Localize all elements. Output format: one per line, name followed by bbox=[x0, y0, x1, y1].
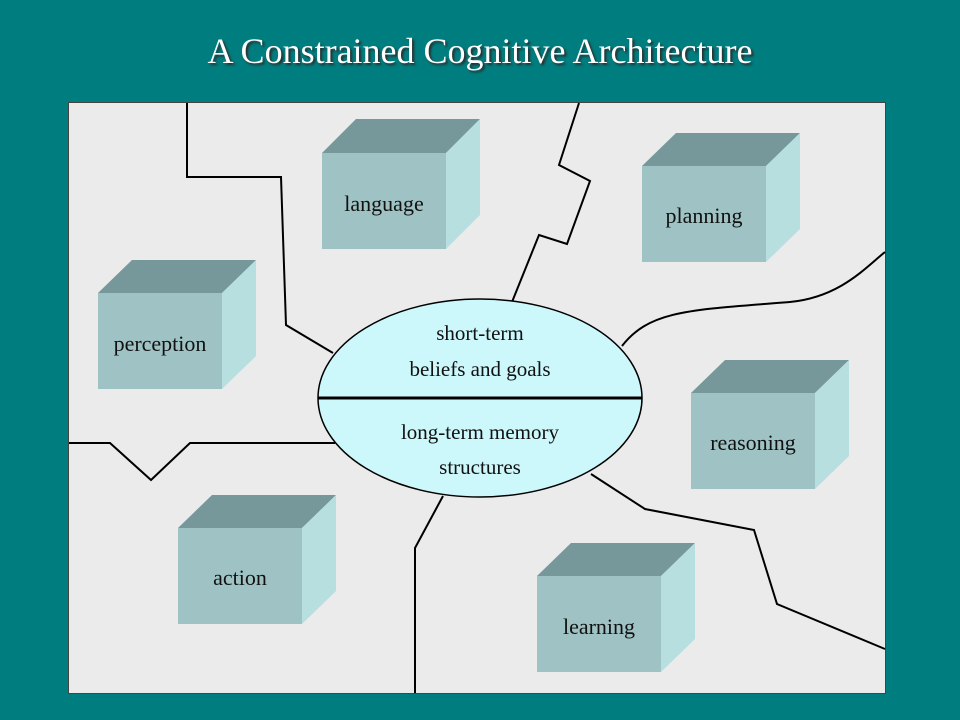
module-label-language: language bbox=[344, 191, 423, 216]
divider-action-learning bbox=[414, 495, 444, 693]
module-label-learning: learning bbox=[563, 614, 635, 639]
cube-planning-front bbox=[642, 166, 766, 262]
cube-language-front bbox=[322, 153, 446, 249]
cube-perception-side bbox=[222, 260, 256, 389]
structures-label: structures bbox=[439, 455, 521, 479]
module-label-action: action bbox=[213, 565, 267, 590]
divider-language-planning bbox=[511, 102, 592, 303]
cube-reasoning-top bbox=[691, 360, 849, 393]
module-label-perception: perception bbox=[114, 331, 207, 356]
cube-reasoning-front bbox=[691, 393, 815, 489]
divider-language-perception bbox=[186, 103, 334, 354]
divider-learning-reasoning bbox=[590, 473, 886, 650]
cube-planning: planning bbox=[642, 133, 800, 262]
cube-reasoning-side bbox=[815, 360, 849, 489]
cube-planning-top bbox=[642, 133, 800, 166]
cube-learning: learning bbox=[537, 543, 695, 672]
cube-action: action bbox=[178, 495, 336, 624]
module-label-planning: planning bbox=[666, 203, 743, 228]
slide-title: A Constrained Cognitive Architecture bbox=[207, 31, 753, 71]
cube-learning-front bbox=[537, 576, 661, 672]
cube-planning-side bbox=[766, 133, 800, 262]
cube-language-top bbox=[322, 119, 480, 153]
cube-perception-top bbox=[98, 260, 256, 293]
cube-reasoning: reasoning bbox=[691, 360, 849, 489]
partition-lines bbox=[69, 102, 886, 693]
cube-learning-side bbox=[661, 543, 695, 672]
long-term-memory-label: long-term memory bbox=[401, 420, 560, 444]
cube-language-side bbox=[446, 119, 480, 249]
module-label-reasoning: reasoning bbox=[710, 430, 796, 455]
memory-ellipse: short-term beliefs and goals long-term m… bbox=[317, 298, 643, 498]
beliefs-goals-label: beliefs and goals bbox=[409, 357, 550, 381]
short-term-label: short-term bbox=[436, 321, 523, 345]
divider-perception-action bbox=[69, 442, 335, 482]
cube-action-top bbox=[178, 495, 336, 528]
cube-perception: perception bbox=[98, 260, 256, 389]
cube-language: language bbox=[322, 119, 480, 249]
cube-learning-top bbox=[537, 543, 695, 576]
cube-action-side bbox=[302, 495, 336, 624]
cube-action-front bbox=[178, 528, 302, 624]
cube-perception-front bbox=[98, 293, 222, 389]
divider-planning-reasoning bbox=[621, 251, 886, 347]
